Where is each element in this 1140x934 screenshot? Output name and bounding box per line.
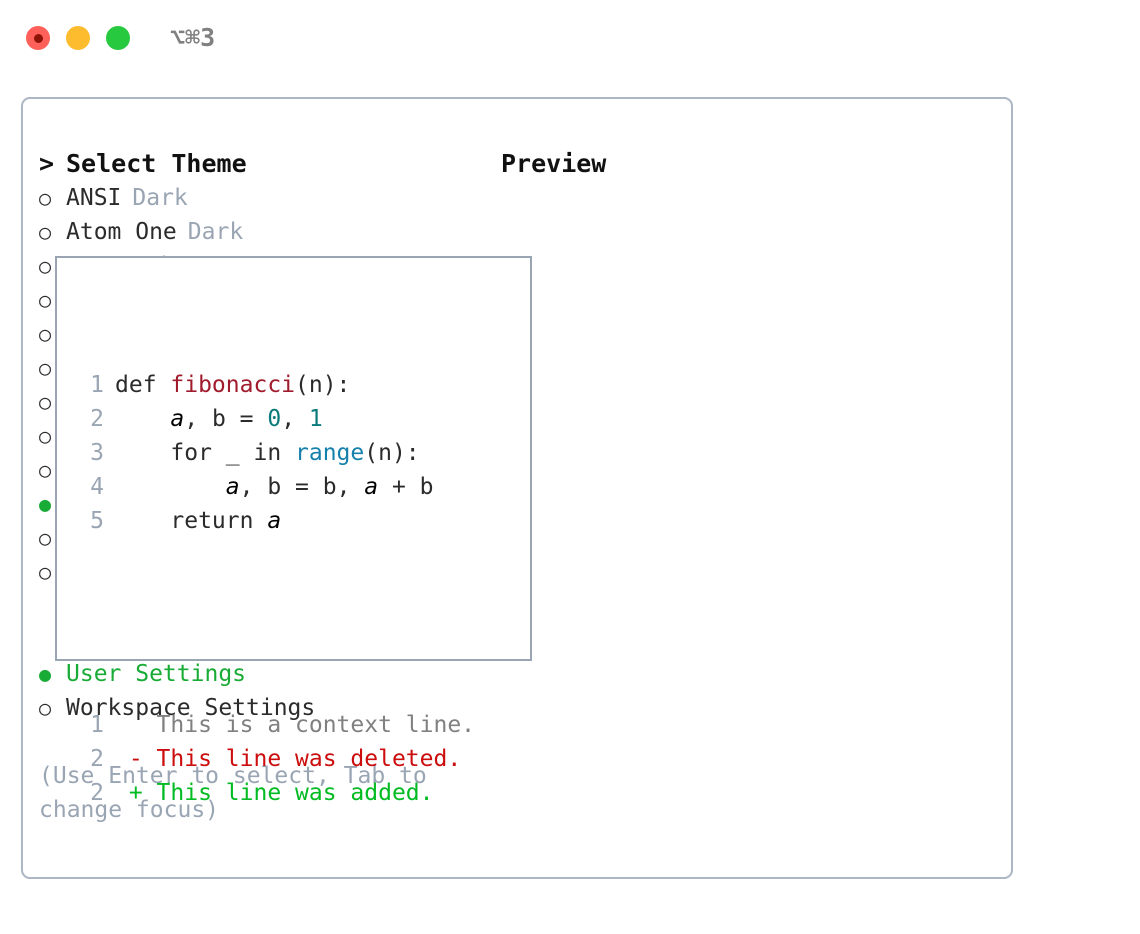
code-token-plain: , b = b, <box>239 474 365 500</box>
radio-unselected-icon: ○ <box>39 696 52 720</box>
radio-unselected-icon: ○ <box>39 322 52 346</box>
select-theme-heading-label: Select Theme <box>66 149 247 178</box>
diff-line-del: 2 - This line was deleted. <box>75 742 475 776</box>
code-line-number: 3 <box>90 440 104 466</box>
code-token-var: a <box>364 474 379 500</box>
diff-block: 1 This is a context line.2 - This line w… <box>75 708 475 810</box>
code-token-blue: range <box>295 440 365 466</box>
code-token-plain: (n): <box>364 440 420 466</box>
diff-line-text: + This line was added. <box>115 780 434 806</box>
code-line-text: def fibonacci(n): <box>115 368 350 402</box>
radio-unselected-icon: ○ <box>39 526 52 550</box>
theme-option-label: ANSI <box>66 185 122 211</box>
code-line-number: 5 <box>90 508 104 534</box>
radio-selected-icon: ● <box>39 662 52 686</box>
radio-unselected-icon: ○ <box>39 390 52 414</box>
radio-unselected-icon: ○ <box>39 560 52 584</box>
code-line-text: return a <box>115 504 281 538</box>
title-bar: ⌥⌘3 <box>0 0 1140 76</box>
keyboard-shortcut-label: ⌥⌘3 <box>170 23 216 52</box>
keyboard-hint: (Use Enter to select, Tab to change focu… <box>39 763 441 823</box>
radio-unselected-icon: ○ <box>39 458 52 482</box>
apply-to-option-workspace-settings[interactable]: ○ Workspace Settings <box>39 691 499 725</box>
code-line: 3 for _ in range(n): <box>75 436 475 470</box>
code-token-plain: def <box>115 372 171 398</box>
apply-to-option-label: User Settings <box>66 661 247 687</box>
theme-option-variant: Dark <box>187 219 244 245</box>
diff-line-ctx: 1 This is a context line. <box>75 708 475 742</box>
code-token-plain: , b = <box>184 406 268 432</box>
code-token-num: 1 <box>308 406 323 432</box>
cursor-marker-icon: > <box>39 149 55 178</box>
code-line-text: a, b = 0, 1 <box>115 402 323 436</box>
code-token-plain: return <box>115 508 268 534</box>
code-token-plain <box>115 474 226 500</box>
code-token-var: a <box>225 474 240 500</box>
code-token-fn: fibonacci <box>170 372 296 398</box>
code-token-var: a <box>267 508 282 534</box>
radio-unselected-icon: ○ <box>39 424 52 448</box>
window-controls <box>26 26 130 50</box>
radio-unselected-icon: ○ <box>39 356 52 380</box>
zoom-button[interactable] <box>106 26 130 50</box>
apply-to-option-user-settings[interactable]: ● User Settings <box>39 657 499 691</box>
apply-to-list: ● User Settings ○ Workspace Settings <box>39 657 499 725</box>
apply-to-option-label: Workspace Settings <box>66 695 316 721</box>
diff-line-number: 2 <box>90 780 104 806</box>
code-token-var: a <box>170 406 185 432</box>
code-line: 5 return a <box>75 504 475 538</box>
radio-unselected-icon: ○ <box>39 254 52 278</box>
code-token-plain: + b <box>378 474 434 500</box>
diff-line-number: 1 <box>90 712 104 738</box>
code-token-plain <box>115 406 170 432</box>
diff-line-text: - This line was deleted. <box>115 746 462 772</box>
diff-line-add: 2 + This line was added. <box>75 776 475 810</box>
close-button[interactable] <box>26 26 50 50</box>
code-line-text: for _ in range(n): <box>115 436 420 470</box>
code-line-number: 1 <box>90 372 104 398</box>
diff-line-number: 2 <box>90 746 104 772</box>
code-token-plain: for _ in <box>115 440 296 466</box>
code-diff-separator <box>75 606 475 640</box>
code-line-number: 2 <box>90 406 104 432</box>
select-theme-heading: > Select Theme <box>39 147 499 181</box>
theme-option-variant: Dark <box>132 185 188 211</box>
radio-unselected-icon: ○ <box>39 288 52 312</box>
radio-unselected-icon: ○ <box>39 220 52 244</box>
code-line-number: 4 <box>90 474 104 500</box>
code-line: 2 a, b = 0, 1 <box>75 402 475 436</box>
code-line: 1 def fibonacci(n): <box>75 368 475 402</box>
minimize-button[interactable] <box>66 26 90 50</box>
radio-unselected-icon: ○ <box>39 186 52 210</box>
preview-column: Preview <box>501 147 1001 181</box>
theme-option-ansi[interactable]: ○ ANSI Dark <box>39 181 499 215</box>
code-token-num: 0 <box>267 406 282 432</box>
theme-option-atom-one[interactable]: ○ Atom One Dark <box>39 215 499 249</box>
theme-option-label: Atom One <box>66 219 177 245</box>
radio-selected-icon: ● <box>39 492 52 516</box>
code-token-plain: (n): <box>295 372 351 398</box>
code-token-plain: , <box>281 406 309 432</box>
code-line-text: a, b = b, a + b <box>115 470 434 504</box>
code-line: 4 a, b = b, a + b <box>75 470 475 504</box>
diff-line-text: This is a context line. <box>115 712 476 738</box>
preview-heading: Preview <box>501 149 607 178</box>
